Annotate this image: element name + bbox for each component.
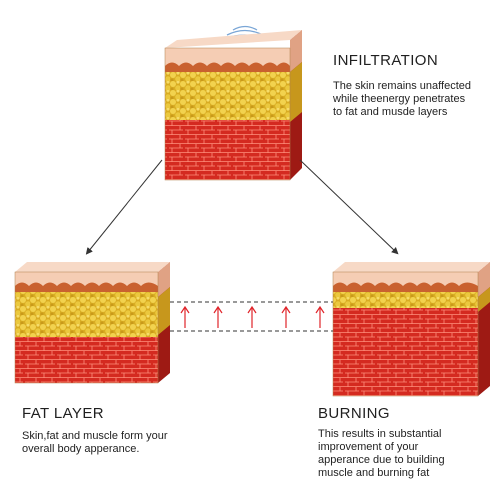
muscle-layer: [333, 308, 478, 396]
burning-block: [332, 262, 490, 397]
fat-layer: [333, 292, 478, 308]
red-up-arrow-icon: [315, 305, 325, 328]
fat-layer: [165, 72, 290, 120]
red-up-arrow-icon: [213, 305, 223, 328]
muscle-layer: [15, 337, 158, 383]
connector-lines: [85, 159, 399, 332]
infiltration-title: INFILTRATION: [333, 52, 439, 69]
infiltration-block: [164, 25, 302, 181]
red-up-arrow-icon: [180, 305, 190, 328]
fat-layer-description: Skin,fat and muscle form your overall bo…: [22, 430, 168, 455]
connector-infiltration-to-burning: [299, 159, 399, 255]
infiltration-description: The skin remains unaffected while theene…: [333, 80, 471, 118]
connector-infiltration-to-fat: [85, 159, 163, 255]
red-up-arrow-icon: [247, 305, 257, 328]
fat-layer: [15, 292, 158, 337]
upward-arrows: [180, 305, 325, 328]
fat-layer-title: FAT LAYER: [22, 405, 104, 422]
muscle-layer: [165, 120, 290, 180]
burning-description: This results in substantial improvement …: [318, 428, 445, 479]
fat-layer-block: [14, 262, 170, 384]
red-up-arrow-icon: [281, 305, 291, 328]
burning-title: BURNING: [318, 405, 390, 422]
